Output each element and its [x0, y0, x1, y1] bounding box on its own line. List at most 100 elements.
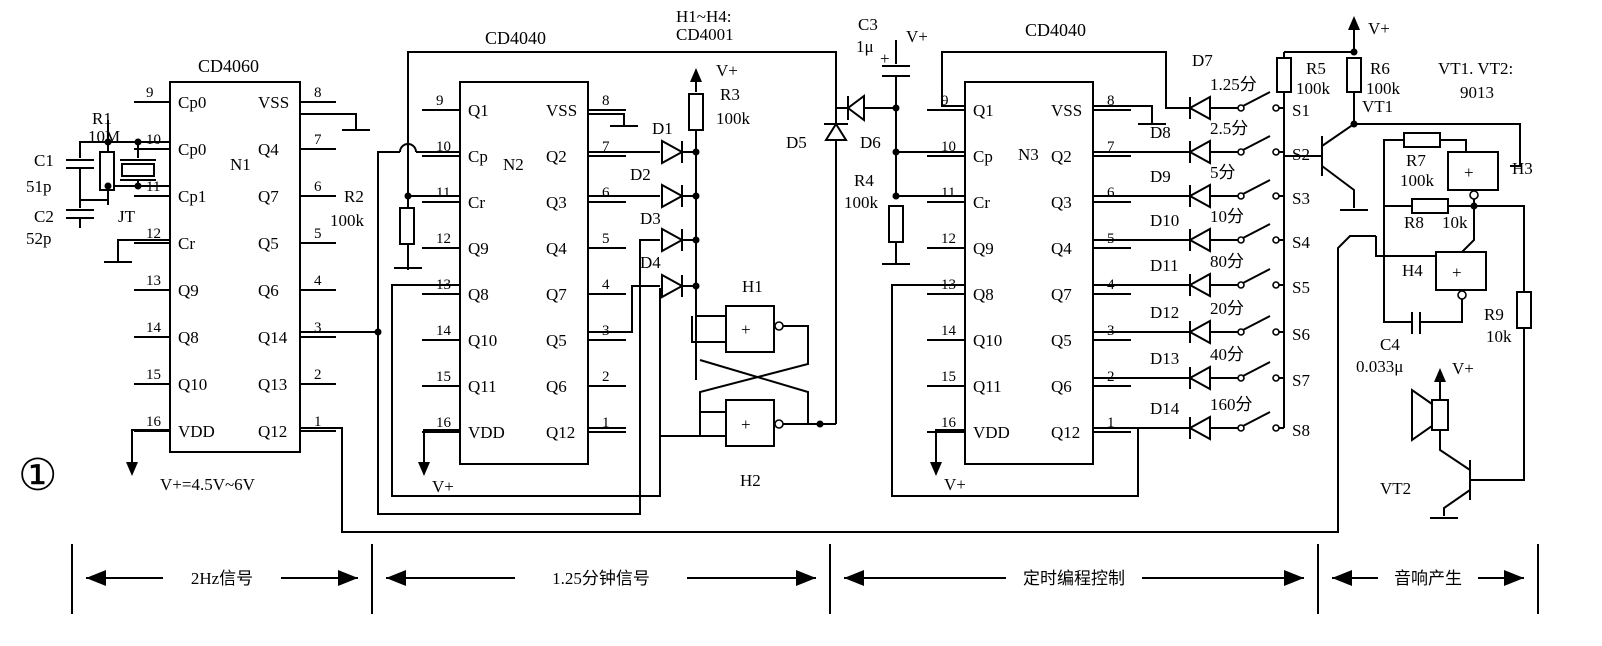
- n1-pin-name: Cp1: [178, 187, 206, 206]
- r3-supply: V+: [716, 61, 738, 80]
- n1-pin-name: Q10: [178, 375, 207, 394]
- gates-model: CD4001: [676, 25, 734, 44]
- n3-pin-number: 7: [1107, 139, 1115, 155]
- n3-pin-name: Cp: [973, 147, 993, 166]
- r2-label: R2: [344, 187, 364, 206]
- diode-symbol: [661, 273, 685, 299]
- switch-time-label: 80分: [1210, 252, 1244, 271]
- switch-time-label: 20分: [1210, 299, 1244, 318]
- r3-value: 100k: [716, 109, 751, 128]
- n3-pin-name: Q3: [1051, 193, 1072, 212]
- n2-pin-number: 15: [436, 369, 451, 385]
- n1-pin-number: 14: [146, 320, 162, 336]
- r4-label: R4: [854, 171, 874, 190]
- n2-pin-number: 1: [602, 415, 610, 431]
- r5-value: 100k: [1296, 79, 1331, 98]
- diode-label: D10: [1150, 211, 1179, 230]
- n3-pin-number: 1: [1107, 415, 1115, 431]
- r3-label: R3: [720, 85, 740, 104]
- r7-label: R7: [1406, 151, 1426, 170]
- n1-pin-name: Q4: [258, 140, 279, 159]
- diode-label: D8: [1150, 123, 1171, 142]
- r6-value: 100k: [1366, 79, 1401, 98]
- d3-label: D3: [640, 209, 661, 228]
- r6-label: R6: [1370, 59, 1390, 78]
- switch-label[interactable]: S3: [1292, 189, 1310, 208]
- n2-pin-number: 11: [436, 185, 450, 201]
- r1-value: 10M: [88, 127, 120, 146]
- diode-symbol: [1187, 95, 1211, 121]
- n2-vdd-supply: V+: [432, 477, 454, 496]
- sound-section: + H3 + H4 R8 10k C4 0.033μ R9 10k V+: [1356, 151, 1533, 519]
- n1-pin-name: VDD: [178, 422, 215, 441]
- diode-symbol: [1187, 365, 1211, 391]
- ic-n2-type: CD4040: [485, 28, 546, 48]
- diode-label: D11: [1150, 256, 1179, 275]
- n2-pin-number: 4: [602, 277, 610, 293]
- n2-pin-name: Q7: [546, 285, 567, 304]
- n3-pin-number: 12: [941, 231, 956, 247]
- n2-pin-number: 14: [436, 323, 452, 339]
- switch-label[interactable]: S2: [1292, 145, 1310, 164]
- figure-number: ①: [18, 451, 57, 500]
- gate-h2: [725, 399, 775, 447]
- n1-pin-name: Q8: [178, 328, 199, 347]
- c3-supply: V+: [906, 27, 928, 46]
- n3-vdd-supply: V+: [944, 475, 966, 494]
- n2-pin-number: 8: [602, 93, 610, 109]
- r9-value: 10k: [1486, 327, 1512, 346]
- n3-pin-name: Q10: [973, 331, 1002, 350]
- transistor-note: VT1. VT2:: [1438, 59, 1513, 78]
- n1-pin-name: Q13: [258, 375, 287, 394]
- n1-pin-name: Q5: [258, 234, 279, 253]
- n2-pin-name: VDD: [468, 423, 505, 442]
- diode-symbol: [1187, 227, 1211, 253]
- n3-pin-name: Q2: [1051, 147, 1072, 166]
- n3-pin-number: 16: [941, 415, 957, 431]
- n2-pin-number: 5: [602, 231, 610, 247]
- switch-time-label: 5分: [1210, 163, 1236, 182]
- gate-h3-label: H3: [1512, 159, 1533, 178]
- gate-h1: [725, 305, 775, 353]
- n1-pin-number: 6: [314, 179, 322, 195]
- switch-label[interactable]: S5: [1292, 278, 1310, 297]
- gate-h3: [1447, 151, 1499, 191]
- n1-pin-name: Cp0: [178, 93, 206, 112]
- n1-pin-name: Q6: [258, 281, 279, 300]
- ic-n1: CD4060 N1: [169, 56, 301, 453]
- n2-pin-name: VSS: [546, 101, 577, 120]
- section-label: 定时编程控制: [1023, 569, 1125, 588]
- oscillator-network: R1 10M C1 51p C2 52p JT V+=4.5V~6V: [26, 109, 370, 494]
- ic-n2: CD4040 N2: [459, 28, 589, 465]
- ic-n2-name: N2: [503, 155, 524, 174]
- switch-label[interactable]: S8: [1292, 421, 1310, 440]
- switch-time-label: 1.25分: [1210, 75, 1257, 94]
- r5-label: R5: [1306, 59, 1326, 78]
- n3-pin-number: 8: [1107, 93, 1115, 109]
- n3-pin-name: Q1: [973, 101, 994, 120]
- diode-symbol: [661, 139, 685, 165]
- n1-pin-number: 16: [146, 414, 162, 430]
- gate-h3-symbol: +: [1464, 163, 1474, 182]
- ic-n3-type: CD4040: [1025, 20, 1086, 40]
- n2-pin-number: 7: [602, 139, 610, 155]
- n2-pin-name: Q6: [546, 377, 567, 396]
- supply-range: V+=4.5V~6V: [160, 475, 256, 494]
- switch-label[interactable]: S4: [1292, 233, 1310, 252]
- n1-pin-number: 4: [314, 273, 322, 289]
- switch-label[interactable]: S7: [1292, 371, 1310, 390]
- r8-value: 10k: [1442, 213, 1468, 232]
- r5-resistor: [1276, 57, 1292, 93]
- n1-pin-name: Q14: [258, 328, 288, 347]
- gate-h1-symbol: +: [741, 320, 751, 339]
- d5-label: D5: [786, 133, 807, 152]
- switch-label[interactable]: S1: [1292, 101, 1310, 120]
- n2-pin-name: Q10: [468, 331, 497, 350]
- c1-value: 51p: [26, 177, 52, 196]
- n3-pin-name: VDD: [973, 423, 1010, 442]
- n1-pin-number: 13: [146, 273, 161, 289]
- c3-polarity: +: [880, 49, 890, 68]
- c2-label: C2: [34, 207, 54, 226]
- switch-label[interactable]: S6: [1292, 325, 1310, 344]
